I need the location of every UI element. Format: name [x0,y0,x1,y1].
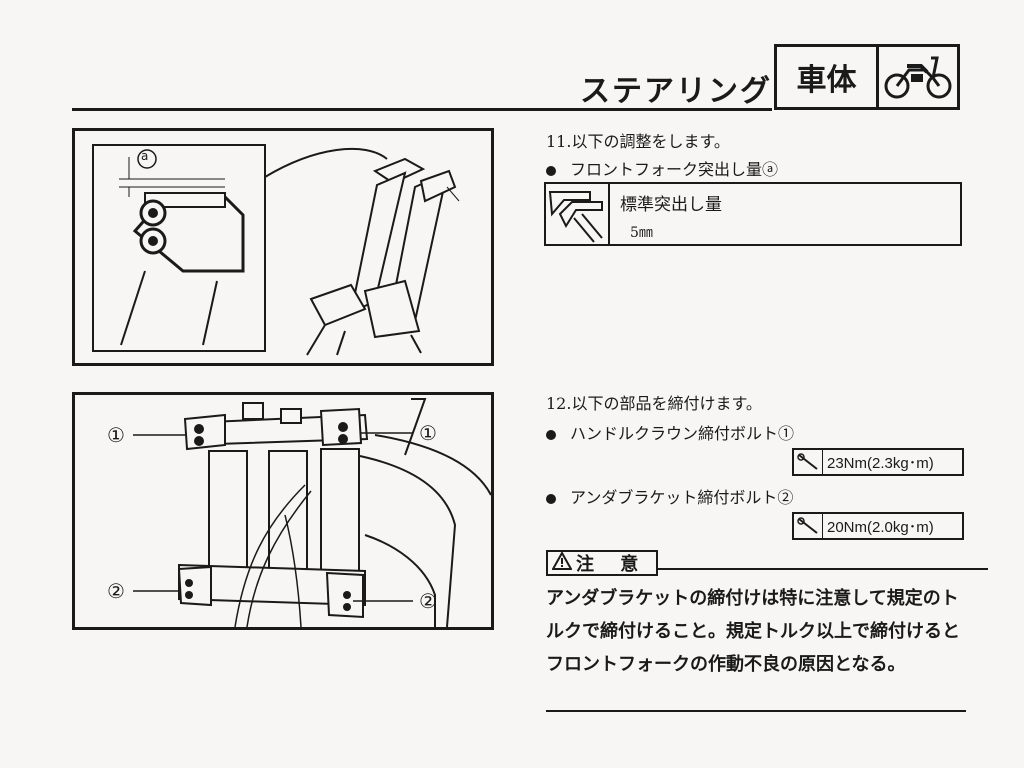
caution-rule [658,568,989,570]
caution-label: 注 意 [576,554,649,575]
torque-wrench-icon [794,514,823,538]
torque-spec-2: 20Nm(2.0kg･m) [792,512,964,540]
step-12-item-2-label: アンダブラケット締付ボルト② [570,488,794,507]
step-12-title: 12.以下の部品を締付けます。 [546,394,762,413]
step-11-item: フロントフォーク突出し量ⓐ [546,156,778,180]
chapter-label: 車体 [777,47,879,107]
caliper-icon [546,184,610,244]
bullet-dot [546,429,556,440]
warning-icon [551,550,573,575]
caution-heading: 注 意 [546,550,989,576]
torque-value-1: 23Nm(2.3kg･m) [827,454,934,472]
caution-text: アンダブラケットの締付けは特に注意して規定のトルクで締付けること。規定トルク以上… [546,588,960,675]
chapter-box: 車体 [774,44,960,110]
torque-value-2: 20Nm(2.0kg･m) [827,518,934,536]
fork-protrusion-figure: a [72,128,494,366]
fork-clamp-figure: ① ① ② ② [72,392,494,630]
step-12-item-1: ハンドルクラウン締付ボルト① [546,420,794,444]
callout-2-right: ② [419,589,437,613]
torque-wrench-icon [794,450,823,474]
step-11-title: 11.以下の調整をします。 [546,132,730,151]
bullet-dot [546,165,556,176]
callout-a: a [141,149,149,163]
step-12-item-2: アンダブラケット締付ボルト② [546,484,793,508]
header-rule [72,108,772,111]
callout-2-left: ② [107,579,125,603]
motorcycle-icon [879,47,957,107]
spec-value: 5㎜ [630,225,653,241]
callout-1-left: ① [107,423,125,447]
caution-bottom-rule [546,710,966,712]
callout-1-right: ① [419,421,437,445]
section-title: ステアリング [580,74,772,109]
step-12-item-1-label: ハンドルクラウン締付ボルト① [570,424,795,443]
spec-label: 標準突出し量 [620,195,722,215]
step-11-item-label: フロントフォーク突出し量ⓐ [570,160,779,179]
spec-box: 標準突出し量 5㎜ [544,182,962,246]
fork-clamp-drawing [133,398,492,628]
bullet-dot [546,493,556,504]
fork-protrusion-drawing [92,144,460,356]
caution-tag: 注 意 [546,550,659,576]
torque-spec-1: 23Nm(2.3kg･m) [792,448,964,476]
